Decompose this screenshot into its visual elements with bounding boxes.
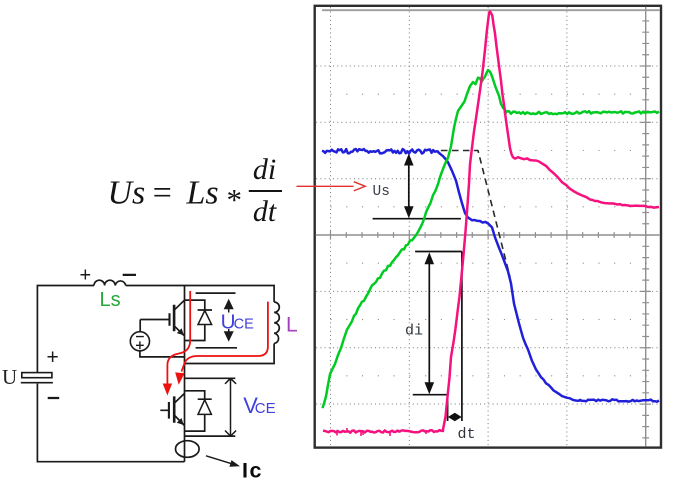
svg-text:Us: Us xyxy=(373,184,390,200)
svg-text:*: * xyxy=(227,182,243,217)
svg-text:CE: CE xyxy=(255,400,276,417)
svg-text:L: L xyxy=(286,314,298,337)
svg-text:Us: Us xyxy=(108,175,146,212)
svg-text:+: + xyxy=(47,346,59,369)
svg-text:Ls: Ls xyxy=(186,175,219,212)
svg-text:Ls: Ls xyxy=(100,289,121,311)
svg-text:dt: dt xyxy=(253,195,277,228)
svg-text:U: U xyxy=(2,365,17,389)
svg-text:U: U xyxy=(221,311,236,334)
svg-text:V: V xyxy=(243,393,258,418)
svg-text:+: + xyxy=(80,265,92,287)
svg-text:=: = xyxy=(151,175,174,212)
svg-text:di: di xyxy=(405,323,423,340)
svg-text:Ic: Ic xyxy=(242,459,263,482)
svg-text:dt: dt xyxy=(458,426,476,443)
svg-text:CE: CE xyxy=(234,317,254,333)
svg-text:di: di xyxy=(253,153,276,186)
